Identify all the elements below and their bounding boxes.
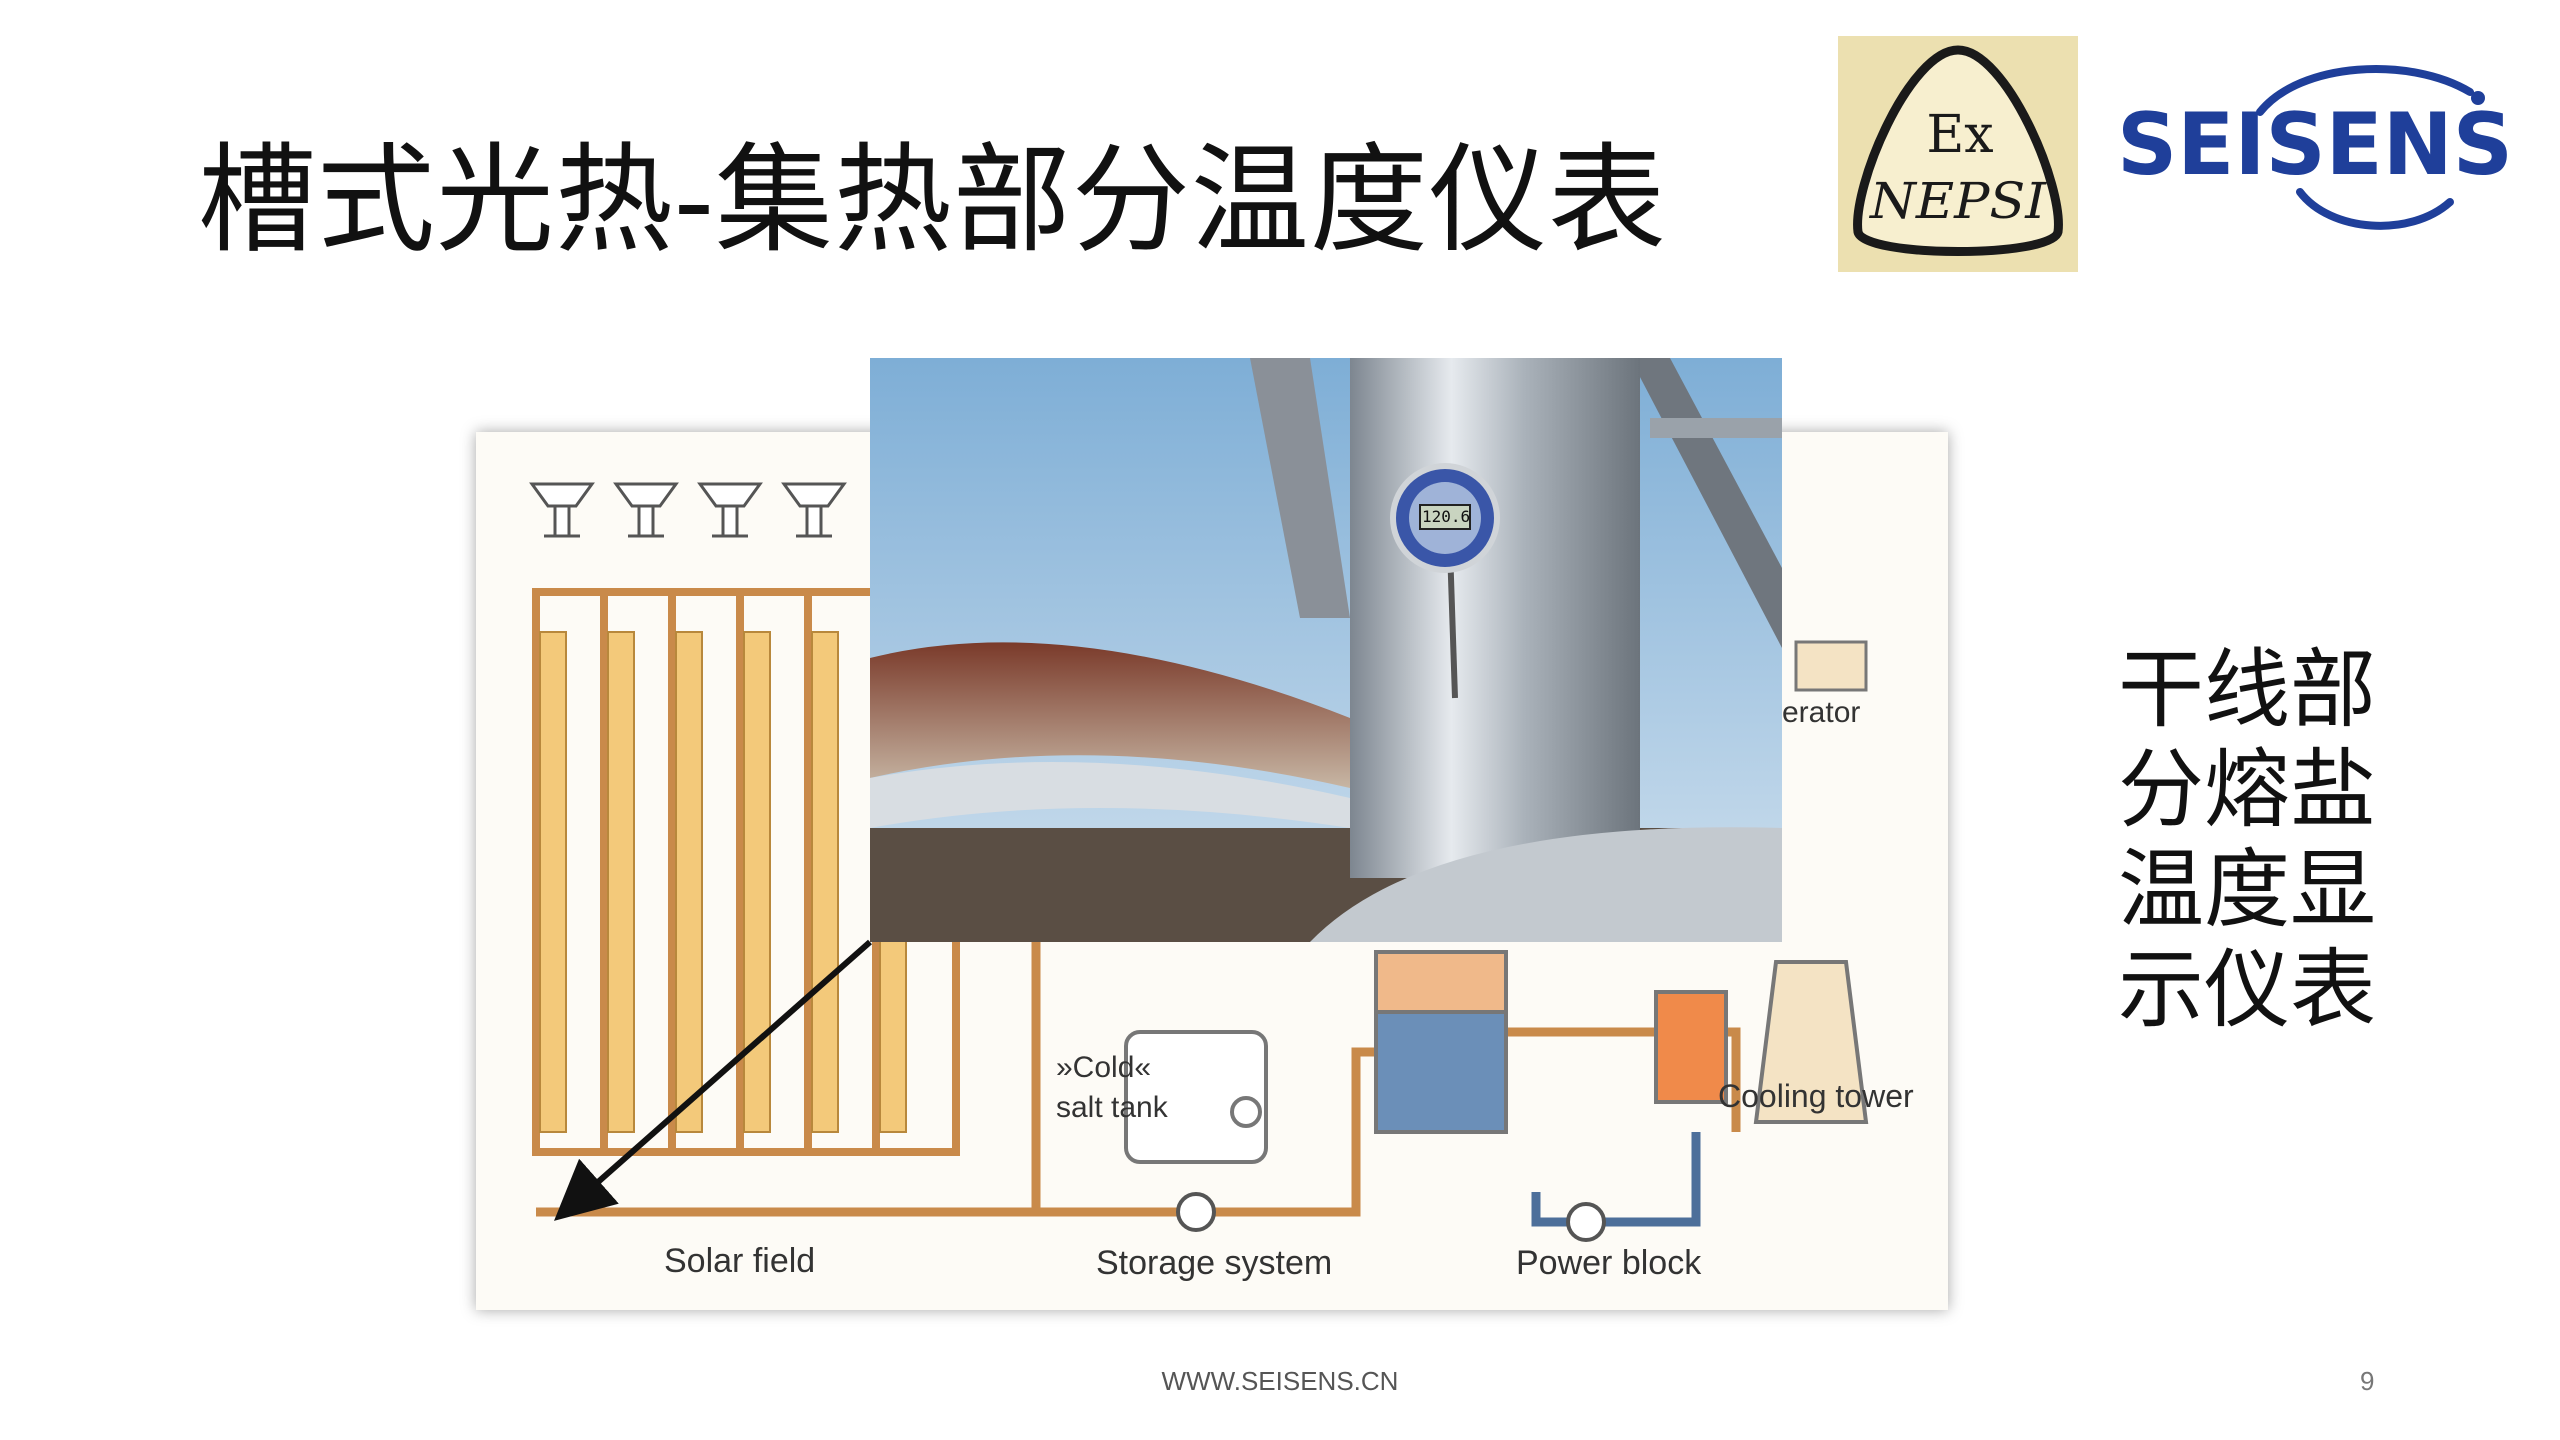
label-storage-system: Storage system xyxy=(1096,1244,1333,1282)
label-cold-salt-tank: »Cold« salt tank xyxy=(1056,1048,1168,1128)
cold-salt-tank-line1: »Cold« xyxy=(1056,1051,1152,1084)
label-solar-field: Solar field xyxy=(664,1242,816,1280)
label-power-block: Power block xyxy=(1516,1244,1702,1282)
cooling-tower xyxy=(1753,960,1869,1124)
side-description: 干线部 分熔盐 温度显 示仪表 xyxy=(2118,640,2418,1040)
slide-title: 槽式光热-集热部分温度仪表 xyxy=(198,131,1667,269)
cold-salt-tank-line2: salt tank xyxy=(1056,1091,1168,1124)
side-text-line-3: 温度显 xyxy=(2118,840,2376,940)
installation-photo: 120.6 xyxy=(870,358,1782,942)
seisens-logo: SEISENS xyxy=(2110,52,2530,242)
svg-text:Ex: Ex xyxy=(1926,105,1993,165)
heat-exchanger xyxy=(1374,950,1728,1134)
temperature-gauge xyxy=(1390,463,1500,699)
label-generator: erator xyxy=(1782,696,1861,729)
side-text-line-1: 干线部 xyxy=(2118,640,2376,740)
pumps xyxy=(1176,1192,1606,1242)
svg-text:SEISENS: SEISENS xyxy=(2117,95,2513,195)
page-number: 9 xyxy=(2360,1366,2375,1396)
gauge-reading: 120.6 xyxy=(1422,507,1471,526)
heliostat-icons xyxy=(529,482,847,538)
label-cooling-tower: Cooling tower xyxy=(1718,1078,1914,1114)
svg-text:NEPSI: NEPSI xyxy=(1869,172,2047,230)
side-text-line-2: 分熔盐 xyxy=(2118,740,2376,840)
cold-salt-tank xyxy=(1124,1030,1268,1164)
footer-url: WWW.SEISENS.CN xyxy=(1161,1366,1399,1396)
collector-mirrors xyxy=(539,631,907,1133)
side-text-line-4: 示仪表 xyxy=(2118,940,2376,1040)
nepsi-ex-logo: Ex NEPSI xyxy=(1838,36,2078,272)
